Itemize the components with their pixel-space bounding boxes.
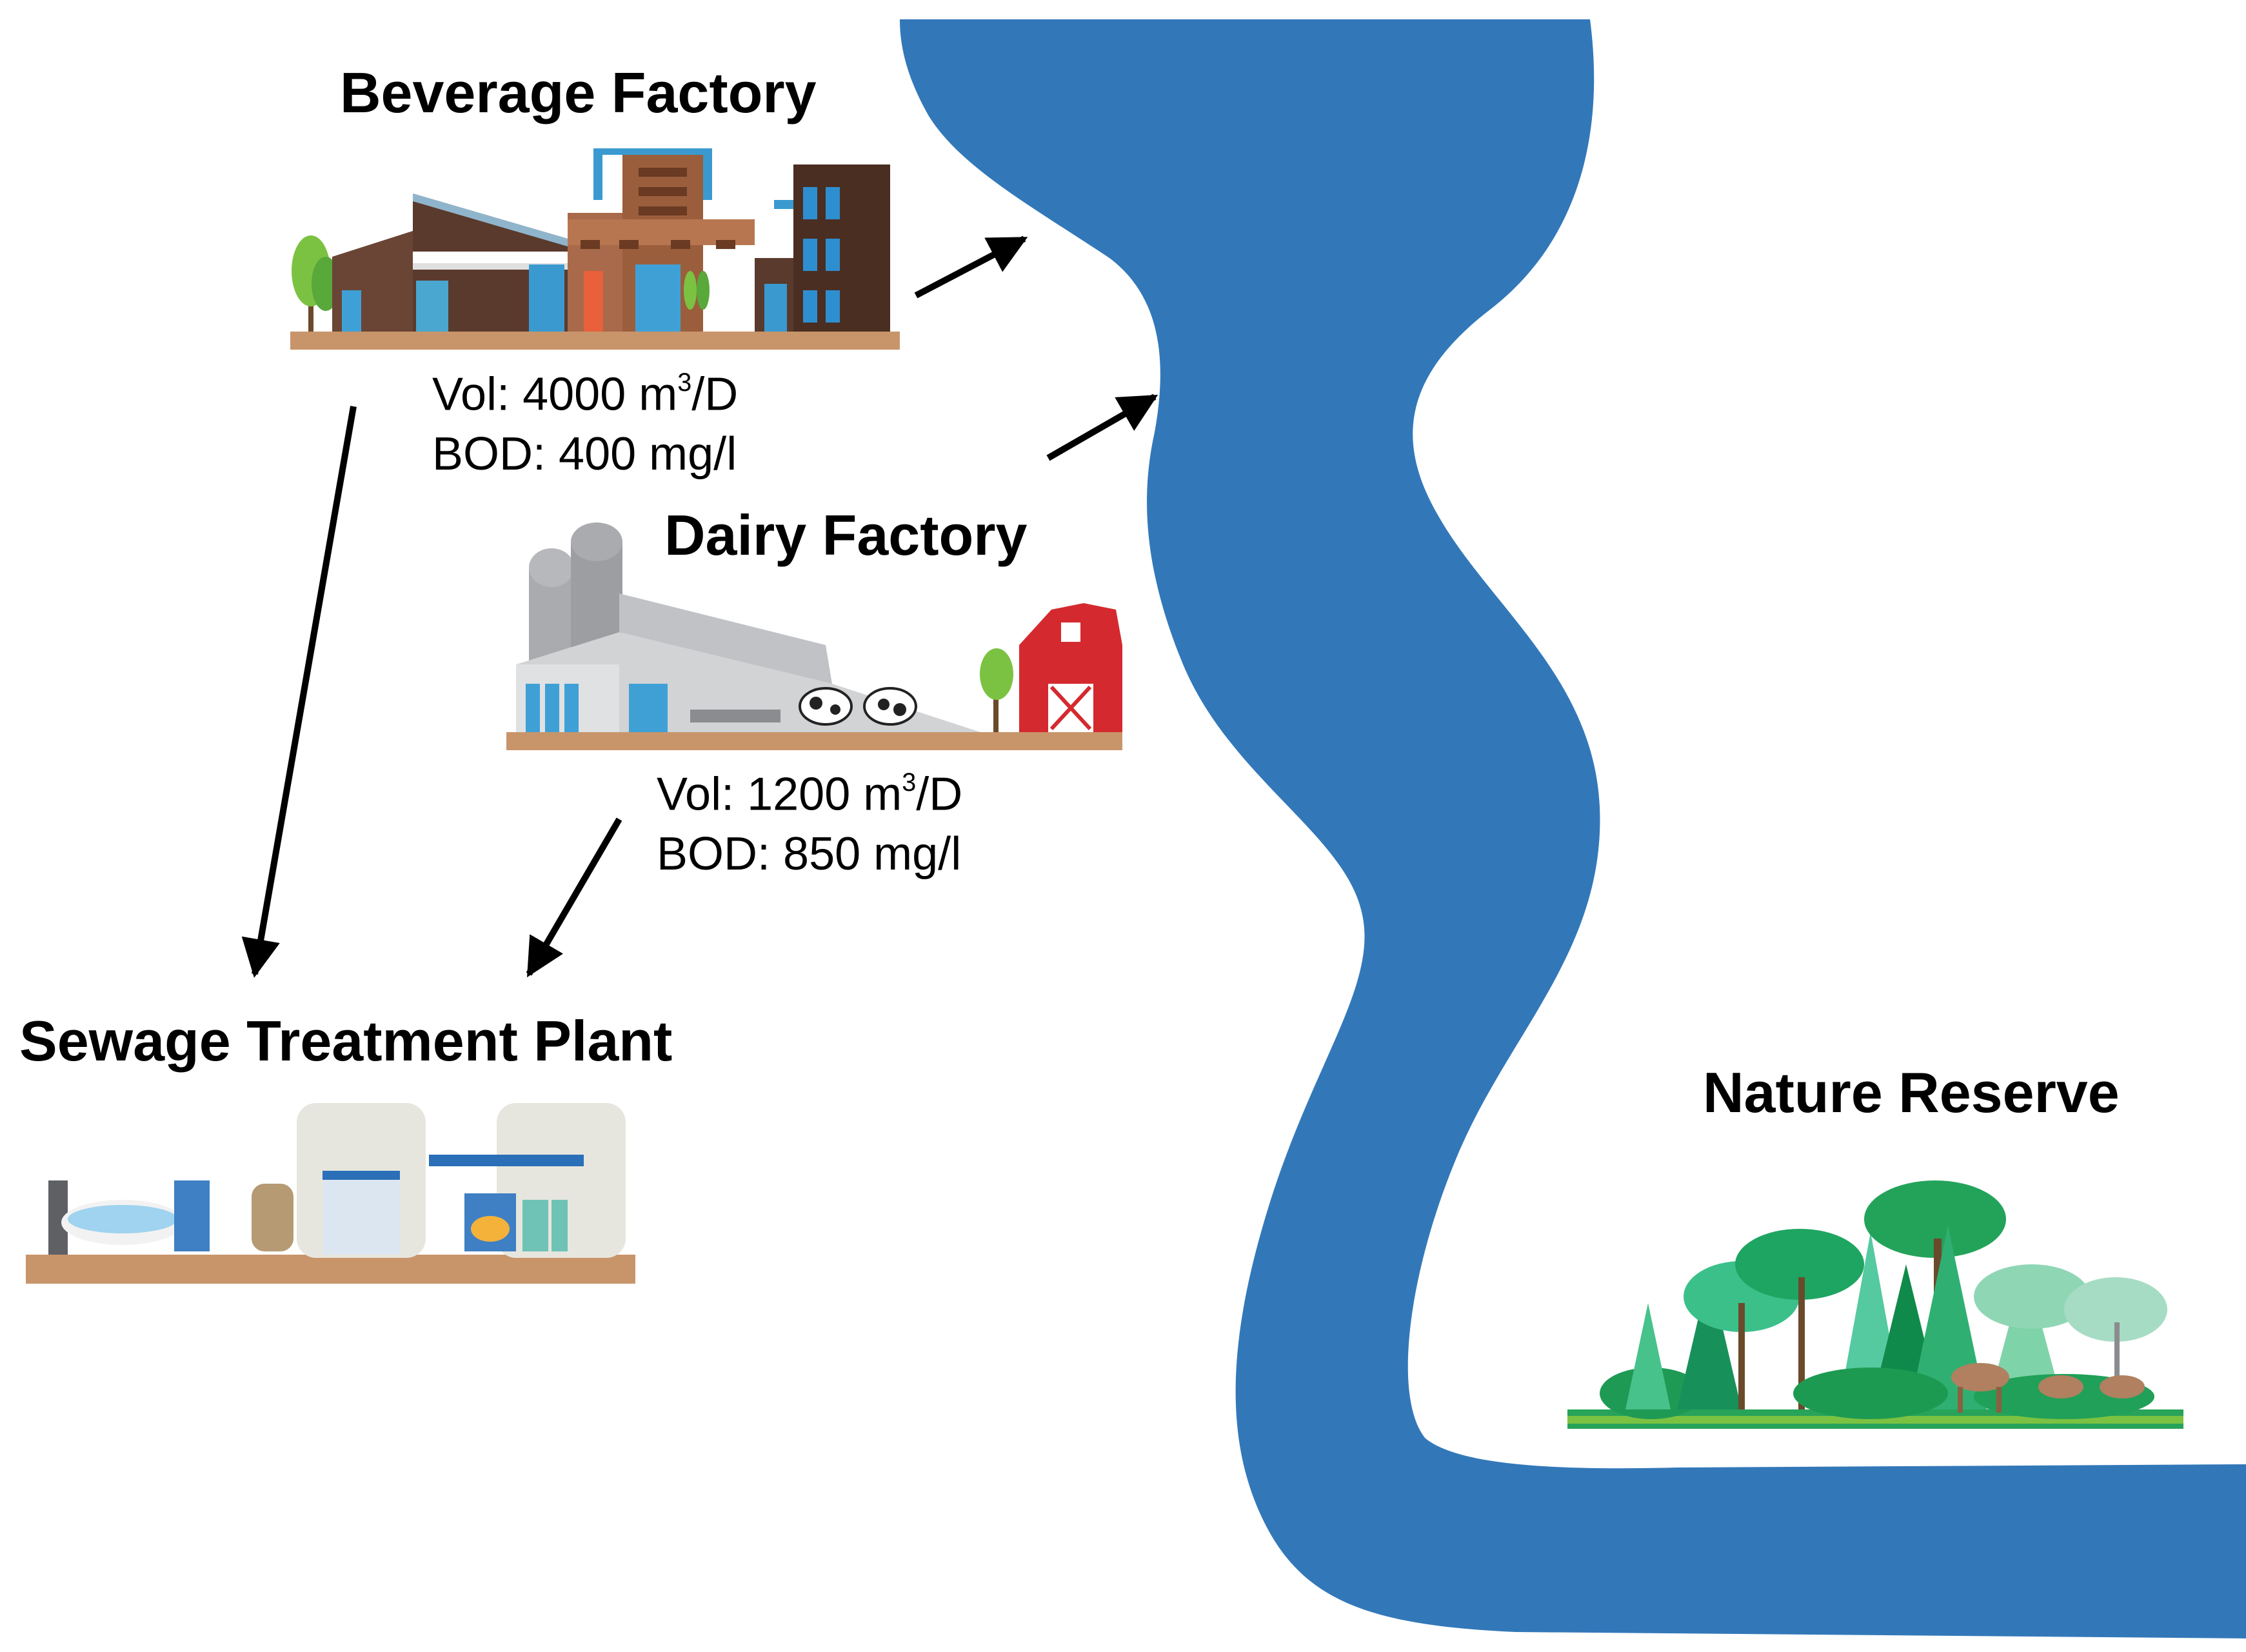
forest-icon [1567,1180,2183,1429]
sewage-plant-title: Sewage Treatment Plant [19,1009,673,1073]
arrow-beverage-to-river [914,235,1028,299]
beverage-factory-title: Beverage Factory [340,61,817,124]
treatment-plant-icon [26,1103,635,1284]
arrow-dairy-to-river [1046,393,1158,461]
dairy-bod: BOD: 850 mg/l [657,828,962,880]
dairy-factory-title: Dairy Factory [664,503,1028,567]
river-shape [900,19,2246,1638]
factory-icon [290,148,900,350]
nature-reserve-title: Nature Reserve [1703,1060,2120,1124]
beverage-bod: BOD: 400 mg/l [432,428,737,480]
beverage-volume: Vol: 4000 m3/D [432,368,739,421]
dairy-farm-icon [506,522,1122,750]
arrow-dairy-to-sewage [526,817,622,978]
arrow-beverage-to-sewage [241,406,357,978]
dairy-volume: Vol: 1200 m3/D [657,768,963,821]
